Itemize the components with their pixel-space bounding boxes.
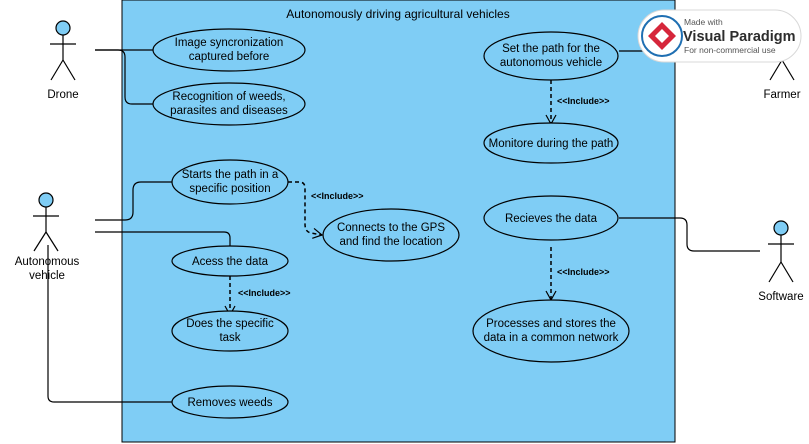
use-case-recognition[interactable]: Recognition of weeds, parasites and dise… [152,82,306,126]
use-case-label: autonomous vehicle [500,57,602,69]
include-label: <<Include>> [238,288,291,298]
use-case-removes-weeds[interactable]: Removes weeds [171,385,289,419]
use-case-monitore[interactable]: Monitore during the path [483,122,619,164]
use-case-access-data[interactable]: Acess the data [171,245,289,277]
assoc-software-receives-data [619,217,760,252]
use-case-starts-path[interactable]: Starts the path in a specific position [171,159,289,205]
use-case-label: Monitore during the path [489,138,614,150]
actor-drone-label: Drone [47,89,78,101]
use-case-label: specific position [189,183,270,195]
assoc-vehicle-removes-weeds [47,245,172,403]
use-case-label: Recieves the data [505,213,598,225]
actor-vehicle-label: Autonomous [15,256,80,268]
use-case-label: data in a common network [484,332,619,344]
use-case-label: captured before [189,51,270,63]
include-label: <<Include>> [311,191,364,201]
use-case-label: Image syncronization [175,37,284,49]
use-case-label: Removes weeds [187,397,272,409]
use-case-label: Recognition of weeds, [172,91,285,103]
visual-paradigm-diamond-icon [648,22,676,50]
visual-paradigm-watermark: Made with Visual Paradigm For non-commer… [637,9,802,63]
use-case-connects-gps[interactable]: Connects to the GPS and find the locatio… [322,208,460,262]
actor-drone[interactable] [50,20,76,81]
use-case-image-sync[interactable]: Image syncronization captured before [152,28,306,72]
use-case-label: task [219,332,240,344]
assoc-vehicle-access-data [95,231,231,246]
use-case-label: Acess the data [192,256,269,268]
use-case-label: Processes and stores the [486,318,616,330]
watermark-brand: Visual Paradigm [683,29,796,45]
use-case-label: and find the location [340,236,443,248]
include-starts-gps [288,181,324,239]
watermark-made-with: Made with [684,17,723,27]
use-case-label: Starts the path in a [182,169,279,181]
include-labels: <<Include>> <<Include>> <<Include>> <<In… [238,96,610,298]
use-case-specific-task[interactable]: Does the specific task [171,310,289,352]
use-case-label: parasites and diseases [170,105,288,117]
assoc-drone-recognition [95,49,155,105]
use-case-set-path[interactable]: Set the path for the autonomous vehicle [483,31,619,81]
use-case-label: Set the path for the [502,43,600,55]
actor-software-label: Software [758,291,803,303]
use-case-label: Connects to the GPS [337,222,445,234]
assoc-vehicle-starts-path [95,181,176,221]
actor-autonomous-vehicle[interactable] [33,192,59,252]
include-label: <<Include>> [557,96,610,106]
system-title: Autonomously driving agricultural vehicl… [286,7,509,21]
include-relations [224,80,557,317]
watermark-note: For non-commercial use [684,45,776,55]
actor-vehicle-label: vehicle [29,270,65,282]
actor-farmer-label: Farmer [763,89,800,101]
include-label: <<Include>> [557,267,610,277]
use-case-processes-data[interactable]: Processes and stores the data in a commo… [472,299,630,363]
use-case-label: Does the specific [186,318,274,330]
actor-software[interactable] [768,220,794,283]
use-case-receives-data[interactable]: Recieves the data [483,195,619,241]
